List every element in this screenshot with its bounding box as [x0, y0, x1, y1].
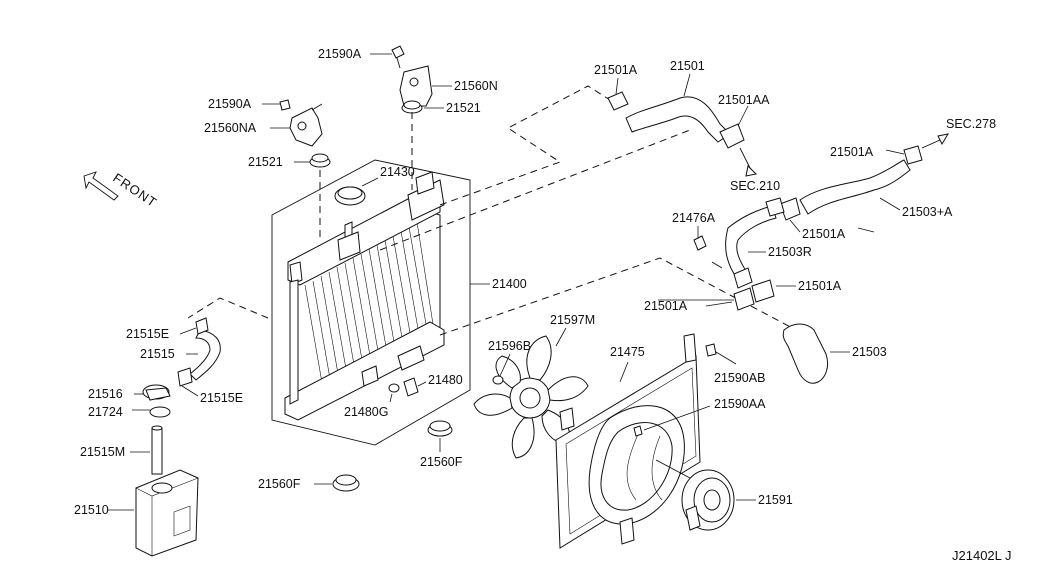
- fan-blade-21597M-icon: [473, 327, 589, 459]
- dashed-connector: [439, 85, 611, 206]
- label-sec278: SEC.278: [946, 117, 996, 131]
- label-21503A: 21503+A: [902, 205, 953, 219]
- label-21590AB: 21590AB: [714, 371, 765, 385]
- dashed-connector: [439, 257, 801, 336]
- bracket-21560N-icon: [399, 65, 452, 107]
- label-21501A-2: 21501A: [830, 145, 874, 159]
- label-21590A-top: 21590A: [318, 47, 362, 61]
- label-21515M: 21515M: [80, 445, 125, 459]
- label-21480G: 21480G: [344, 405, 388, 419]
- clamp-21501A-5-icon: [705, 287, 755, 311]
- label-21516: 21516: [88, 387, 123, 401]
- label-21501: 21501: [670, 59, 705, 73]
- lower-hose-21503A-icon: [779, 133, 950, 221]
- grommet-21521-left-icon: [294, 153, 331, 168]
- bolt-21590A-left-icon: [262, 99, 291, 111]
- label-21430: 21430: [380, 165, 415, 179]
- label-21480: 21480: [428, 373, 463, 387]
- dashed-connector: [379, 129, 691, 251]
- label-21400: 21400: [492, 277, 527, 291]
- fan-motor-21591-icon: [655, 459, 756, 531]
- label-21560F-1: 21560F: [420, 455, 463, 469]
- grommet-21560F-1-icon: [427, 420, 453, 452]
- label-21596B: 21596B: [488, 339, 531, 353]
- dashed-connector: [187, 297, 269, 319]
- reservoir-hose-21515-icon: [177, 317, 221, 387]
- seal-21724-icon: [132, 406, 171, 418]
- upper-hose-21501-icon: [607, 73, 758, 177]
- label-21560NA: 21560NA: [204, 121, 257, 135]
- label-21510: 21510: [74, 503, 109, 517]
- hose-21503-icon: [782, 323, 850, 384]
- label-21591: 21591: [758, 493, 793, 507]
- bracket-21560NA-icon: [270, 107, 323, 147]
- lead-line: [311, 103, 323, 111]
- label-21521-top: 21521: [446, 101, 481, 115]
- label-21560F-2: 21560F: [258, 477, 301, 491]
- label-21476A: 21476A: [672, 211, 716, 225]
- reservoir-tube-21515M-icon: [130, 425, 163, 475]
- bolt-21590A-top-icon: [370, 45, 405, 69]
- label-21501A-3: 21501A: [802, 227, 846, 241]
- label-21501AA: 21501AA: [718, 93, 770, 107]
- bolt-21590AA-icon: [633, 405, 711, 437]
- front-label: FRONT: [110, 170, 160, 210]
- drain-plug-21480-icon: [403, 377, 427, 397]
- label-21475: 21475: [610, 345, 645, 359]
- grommet-21560F-2-icon: [314, 474, 360, 492]
- fan-shroud-21475-icon: [555, 333, 701, 549]
- bolt-21590AB-icon: [705, 343, 737, 365]
- front-arrow-icon: FRONT: [83, 170, 160, 210]
- drain-gasket-21480G-icon: [388, 383, 400, 403]
- label-21597M: 21597M: [550, 313, 595, 327]
- label-21560N: 21560N: [454, 79, 498, 93]
- bolt-21596B-icon: [492, 353, 511, 385]
- lead-line: [857, 227, 875, 233]
- diagram-code: J21402L J: [952, 548, 1012, 563]
- label-sec210: SEC.210: [730, 179, 780, 193]
- label-21590A-left: 21590A: [208, 97, 252, 111]
- reservoir-cap-21516-icon: [134, 384, 199, 401]
- label-21501A-5: 21501A: [644, 299, 688, 313]
- label-21501A-1: 21501A: [594, 63, 638, 77]
- label-21590AA: 21590AA: [714, 397, 766, 411]
- label-21521-left: 21521: [248, 155, 283, 169]
- label-21515E-2: 21515E: [200, 391, 243, 405]
- label-21501A-4: 21501A: [798, 279, 842, 293]
- label-21515: 21515: [140, 347, 175, 361]
- radiator-icon: [271, 159, 471, 446]
- label-21503R: 21503R: [768, 245, 812, 259]
- bolt-21476A-icon: [693, 226, 723, 269]
- clamp-21501A-4-icon: [751, 279, 796, 303]
- label-21724: 21724: [88, 405, 123, 419]
- radiator-cap-icon: [334, 177, 379, 206]
- hose-21503R-icon: [725, 197, 801, 289]
- reservoir-tank-21510-icon: [108, 469, 199, 557]
- label-21515E-1: 21515E: [126, 327, 169, 341]
- label-21503: 21503: [852, 345, 887, 359]
